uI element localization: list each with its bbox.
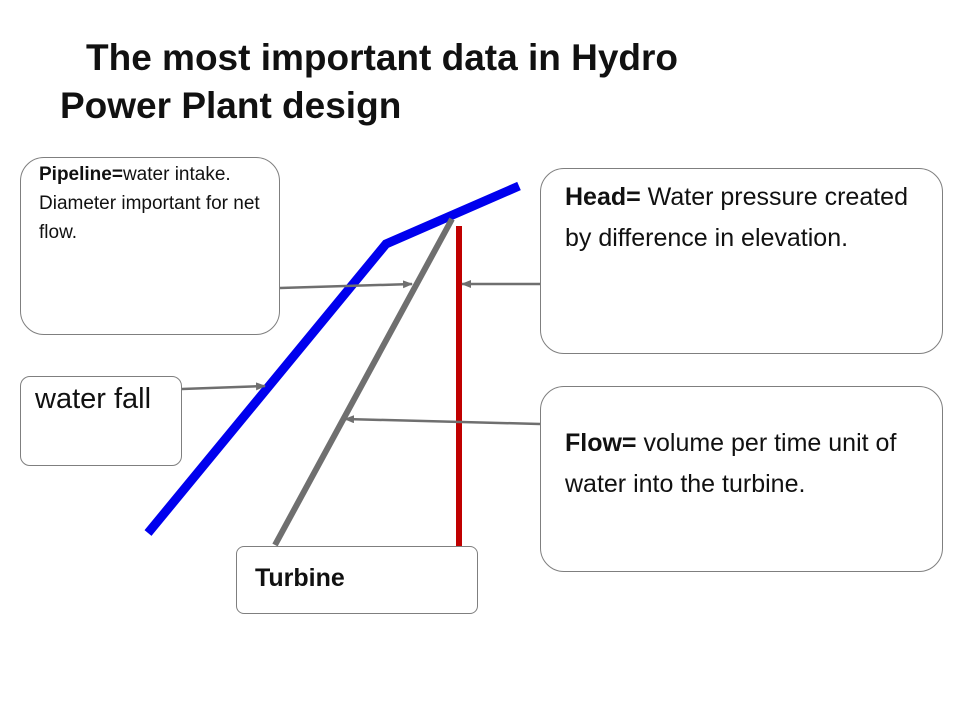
turbine-label: Turbine: [255, 564, 345, 592]
pipeline-description: water intake. Diameter important for net…: [39, 164, 260, 243]
title-line-2: Power Plant design: [60, 85, 402, 126]
flow-callout: Flow= volume per time unit of water into…: [540, 386, 943, 572]
head-term: Head=: [565, 183, 641, 211]
title-line-1: The most important data in Hydro: [86, 37, 679, 78]
pipeline-line: [272, 217, 455, 547]
waterfall-label: water fall: [35, 383, 152, 415]
waterfall-line: [144, 181, 521, 536]
pipeline-arrow: [279, 280, 413, 290]
head-description: Water pressure created by difference in …: [565, 183, 908, 252]
flow-term: Flow=: [565, 429, 637, 457]
head-callout: Head= Water pressure created by differen…: [540, 168, 943, 354]
page-title: The most important data in Hydro Power P…: [60, 34, 920, 130]
waterfall-arrow: [181, 382, 266, 391]
pipeline-callout: Pipeline=water intake. Diameter importan…: [20, 157, 280, 335]
flow-arrow: [344, 415, 541, 426]
waterfall-callout: water fall: [20, 376, 182, 466]
turbine-callout: Turbine: [236, 546, 478, 614]
pipeline-term: Pipeline=: [39, 164, 123, 185]
flow-description: volume per time unit of water into the t…: [565, 429, 897, 498]
